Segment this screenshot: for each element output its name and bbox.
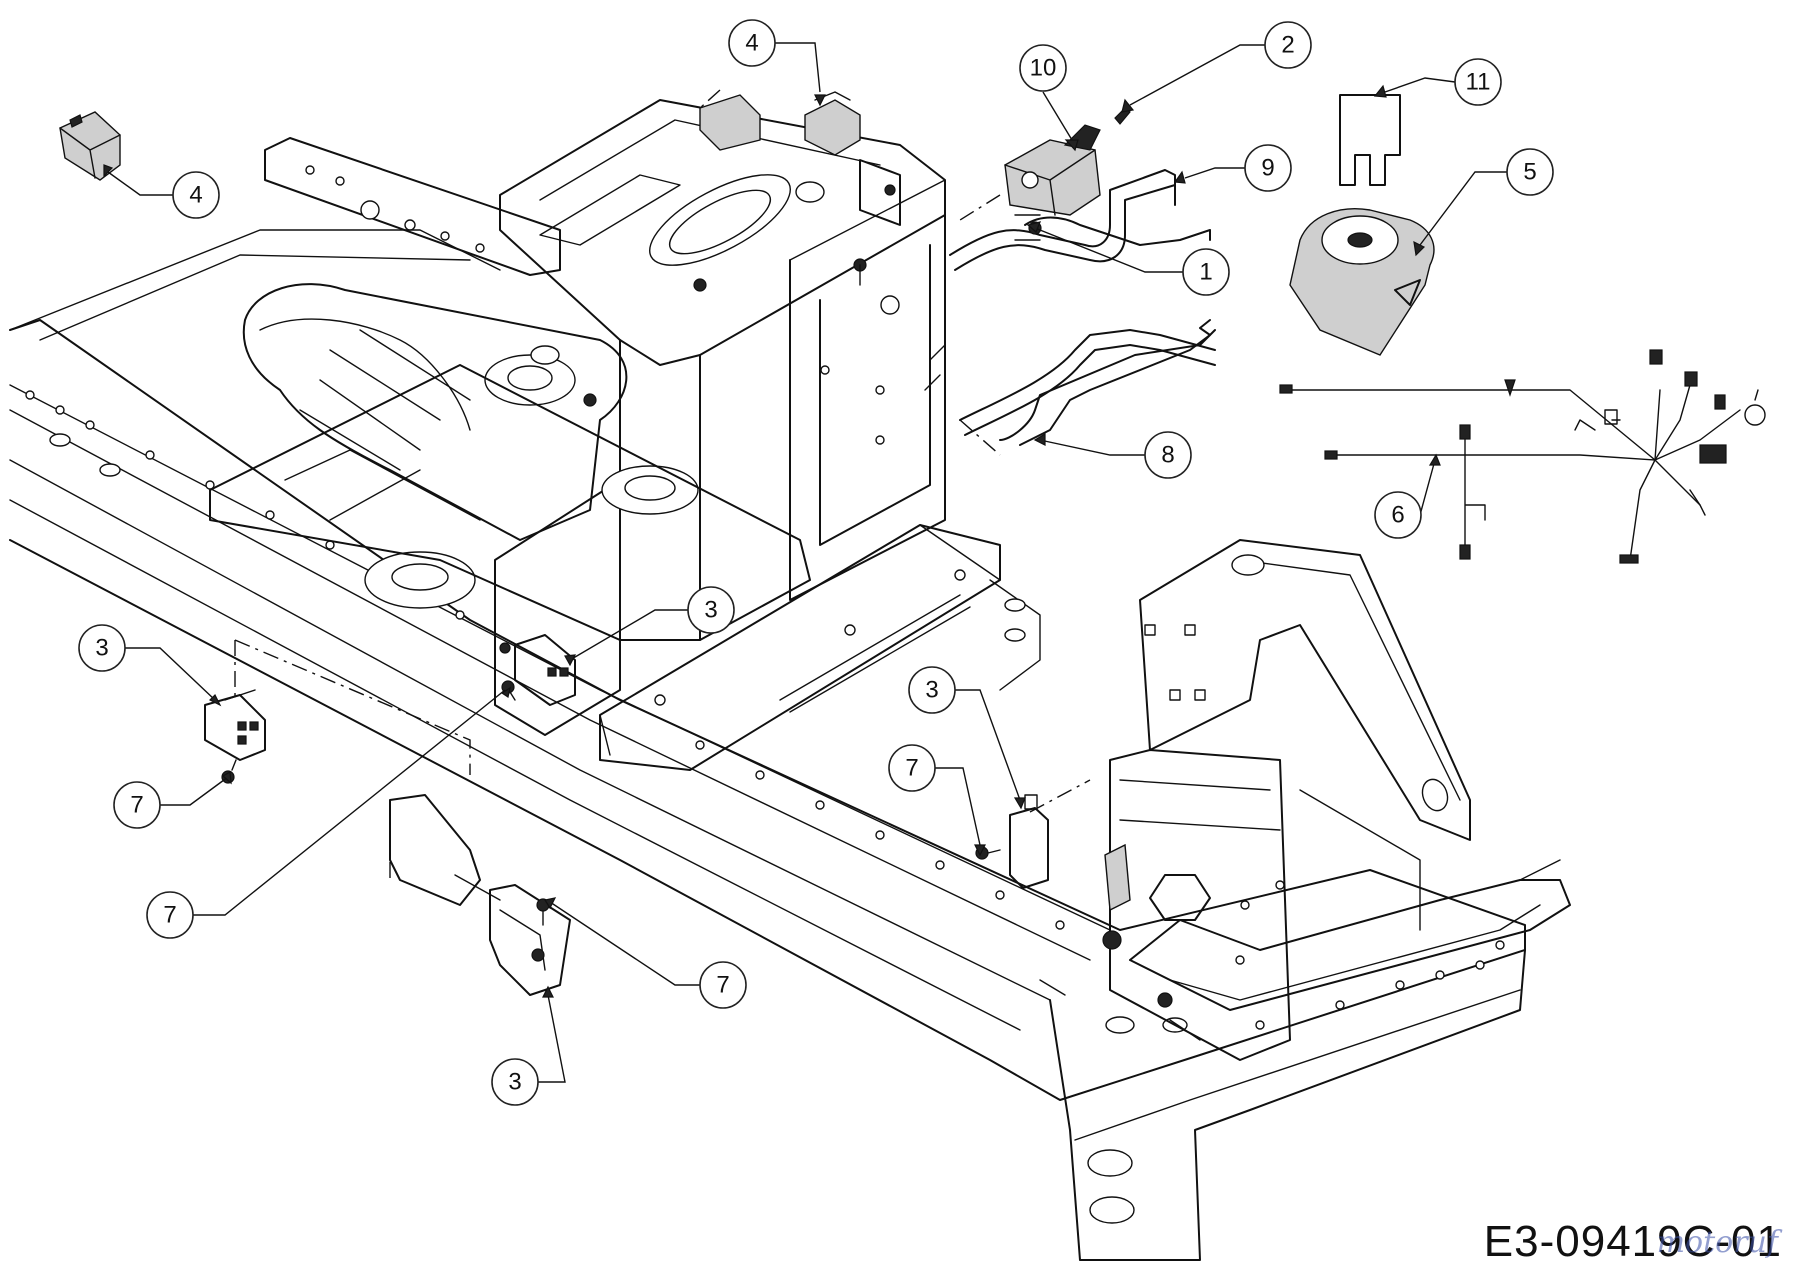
switch-parts — [204, 634, 1049, 996]
svg-text:9: 9 — [1261, 155, 1274, 182]
callout-3-lower: 3 — [491, 1058, 539, 1106]
svg-text:7: 7 — [905, 755, 918, 782]
rail-holes — [25, 390, 1505, 1034]
svg-text:8: 8 — [1161, 442, 1174, 469]
callout-7-mid-left: 7 — [146, 891, 194, 939]
callout-2: 2 — [1264, 21, 1312, 69]
svg-text:4: 4 — [745, 30, 758, 57]
callout-7-lower: 7 — [699, 961, 747, 1009]
solenoid — [1004, 107, 1131, 216]
middle-bracket — [599, 524, 1471, 1061]
callout-3-left: 3 — [78, 624, 126, 672]
svg-text:7: 7 — [130, 792, 143, 819]
loose-parts — [59, 91, 1766, 564]
svg-text:6: 6 — [1391, 502, 1404, 529]
callout-11: 11 — [1454, 58, 1502, 106]
bolts — [221, 680, 1001, 926]
callout-3-mid-right: 3 — [908, 666, 956, 714]
assembly-phantom-lines — [234, 89, 1091, 880]
svg-text:7: 7 — [716, 972, 729, 999]
callout-1: 1 — [1182, 248, 1230, 296]
watermark-logo: motoruf — [1656, 1225, 1778, 1260]
svg-text:3: 3 — [508, 1069, 521, 1096]
callout-leaders — [103, 42, 1507, 1083]
svg-text:3: 3 — [704, 597, 717, 624]
pedal-tower — [209, 94, 946, 736]
callout-4-left: 4 — [172, 171, 220, 219]
callout-8: 8 — [1144, 431, 1192, 479]
callout-3-center: 3 — [687, 586, 735, 634]
frame-chassis — [9, 229, 1571, 1261]
callout-7-mid-right: 7 — [888, 744, 936, 792]
svg-text:11: 11 — [1466, 69, 1491, 96]
callout-4-top: 4 — [728, 19, 776, 67]
callout-6: 6 — [1374, 491, 1422, 539]
callout-10: 10 — [1019, 44, 1067, 92]
linkage-rods — [924, 169, 1216, 446]
svg-text:10: 10 — [1030, 55, 1057, 82]
callout-5: 5 — [1506, 148, 1554, 196]
svg-text:5: 5 — [1523, 159, 1536, 186]
diagram-code: E3-09419C-01 — [1483, 1217, 1782, 1266]
svg-text:4: 4 — [189, 182, 202, 209]
svg-text:1: 1 — [1199, 259, 1212, 286]
callout-labels: 4 10 2 11 9 5 1 4 8 6 3 3 7 7 3 7 7 3 — [78, 19, 1554, 1106]
callout-7-left: 7 — [113, 781, 161, 829]
svg-text:3: 3 — [925, 677, 938, 704]
svg-text:7: 7 — [163, 902, 176, 929]
svg-text:3: 3 — [95, 635, 108, 662]
callout-9: 9 — [1244, 144, 1292, 192]
svg-text:2: 2 — [1281, 32, 1294, 59]
